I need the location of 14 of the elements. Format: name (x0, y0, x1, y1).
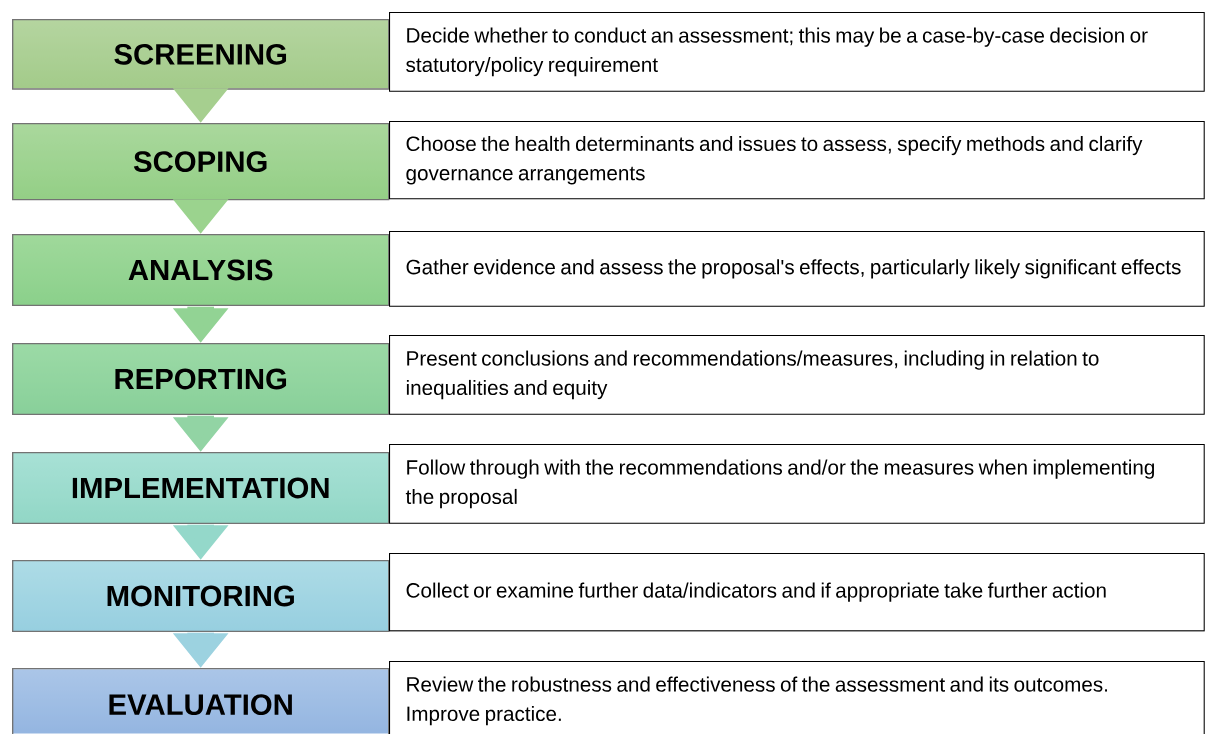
stage-box: ANALYSIS (12, 234, 390, 306)
description-box: Review the robustness and effectiveness of the assessment and its outcomes. Improve practice. (389, 661, 1205, 734)
description-box: Gather evidence and assess the proposal's effects, particularly likely significant effects (389, 231, 1205, 307)
stage-box: SCREENING (12, 19, 390, 90)
stage-box: SCOPING (12, 123, 390, 201)
description-box: Choose the health determinants and issues to assess, specify methods and clarify governance arrangements (389, 121, 1205, 200)
stage-box: IMPLEMENTATION (12, 452, 390, 524)
description-box: Follow through with the recommendations and/or the measures when implementing the proposal (389, 444, 1205, 524)
stage-box: REPORTING (12, 343, 390, 415)
description-box: Present conclusions and recommendations/measures, including in relation to inequalities and equity (389, 335, 1205, 415)
stage-box: EVALUATION (12, 668, 390, 734)
description-box: Collect or examine further data/indicators and if appropriate take further action (389, 553, 1205, 632)
stage-box: MONITORING (12, 560, 390, 632)
description-box: Decide whether to conduct an assessment; this may be a case-by-case decision or statutory/policy requirement (389, 12, 1205, 92)
